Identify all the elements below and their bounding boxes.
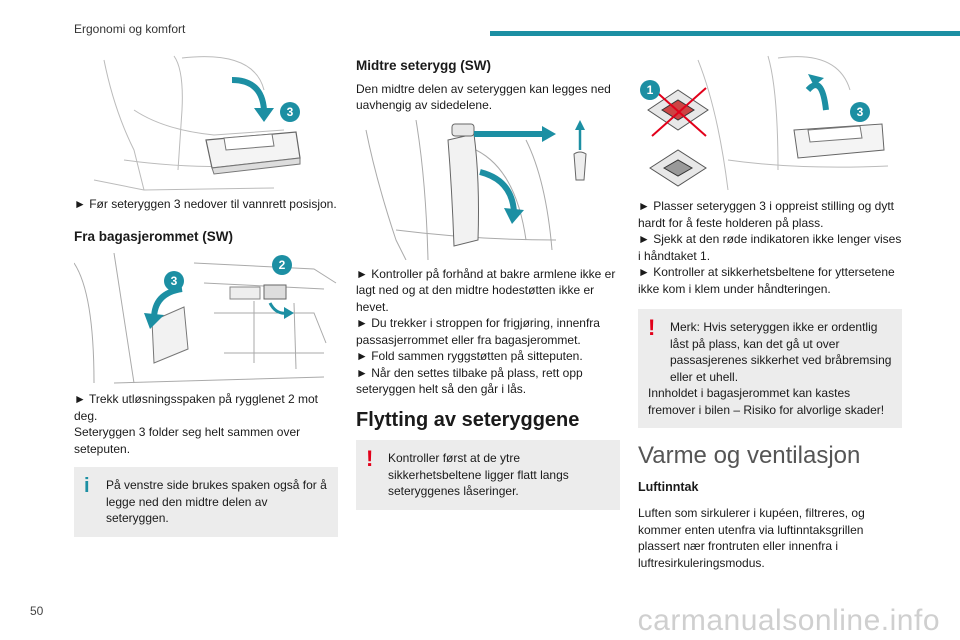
bullet-1: ► Kontroller på forhånd at bakre armlene… xyxy=(356,266,616,314)
seat-fold-illustration: 3 xyxy=(74,50,338,194)
column-3: 3 1 ► Plasser seteryggen 3 i oppreist st… xyxy=(638,50,902,571)
bullet-2: ► Du trekker i stroppen for frigjøring, … xyxy=(356,316,600,347)
warning-box: ! Kontroller først at de ytre sikkerhets… xyxy=(356,440,620,510)
warning-text: Kontroller først at de ytre sikkerhetsbe… xyxy=(388,451,569,498)
step-fold-down: ► Før seteryggen 3 nedover til vannrett … xyxy=(74,197,337,211)
trunk-lever-illustration: 3 2 xyxy=(74,253,338,385)
warning-box: ! Merk: Hvis seteryggen ikke er ordentli… xyxy=(638,309,902,428)
heading-middle-backrest: Midtre seterygg (SW) xyxy=(356,58,492,73)
header-accent-bar xyxy=(490,31,960,36)
heading-from-trunk: Fra bagasjerommet (SW) xyxy=(74,228,234,244)
warning-icon: ! xyxy=(648,315,656,340)
air-intake-text: Luften som sirkulerer i kupéen, filtrere… xyxy=(638,506,865,570)
section-title: Ergonomi og komfort xyxy=(74,22,186,36)
heading-moving-backrests: Flytting av seteryggene xyxy=(356,408,580,431)
bullet-2: ► Sjekk at den røde indikatoren ikke len… xyxy=(638,232,902,263)
callout-3: 3 xyxy=(857,105,864,119)
step-pull-lever: ► Trekk utløsningsspaken på rygglenet 2 … xyxy=(74,392,318,423)
warning-icon: ! xyxy=(366,446,374,471)
heading-heating-ventilation: Varme og ventilasjon xyxy=(638,442,861,469)
bullet-3: ► Kontroller at sikkerhetsbeltene for yt… xyxy=(638,265,895,296)
warning-text-line1: Merk: Hvis seteryggen ikke er ordentlig … xyxy=(670,320,892,384)
callout-3: 3 xyxy=(171,274,178,288)
middle-backrest-illustration xyxy=(356,119,620,260)
bullet-4: ► Når den settes tilbake på plass, rett … xyxy=(356,365,583,397)
callout-2: 2 xyxy=(279,258,286,272)
latch-indicator-illustration: 3 1 xyxy=(638,50,902,194)
column-1: 3 ► Før seteryggen 3 nedover til vannret… xyxy=(74,50,338,537)
callout-3: 3 xyxy=(287,105,294,119)
step-folds-over: Seteryggen 3 folder seg helt sammen over… xyxy=(74,425,301,456)
heading-air-intake: Luftinntak xyxy=(638,479,699,494)
page-number: 50 xyxy=(30,604,44,618)
info-icon: i xyxy=(84,475,90,497)
callout-1: 1 xyxy=(647,83,654,97)
bullet-1: ► Plasser seteryggen 3 i oppreist stilli… xyxy=(638,199,895,230)
info-box: i På venstre side brukes spaken også for… xyxy=(74,467,338,537)
warning-text-line2: Innholdet i bagasjerommet kan kastes fre… xyxy=(648,386,885,417)
info-text: På venstre side brukes spaken også for å… xyxy=(106,478,327,525)
bullet-3: ► Fold sammen ryggstøtten på sitteputen. xyxy=(356,349,583,363)
column-2: Midtre seterygg (SW) Den midtre delen av… xyxy=(356,50,620,510)
middle-intro: Den midtre delen av seteryggen kan legge… xyxy=(356,81,611,113)
footer-watermark: carmanualsonline.info xyxy=(637,604,940,637)
